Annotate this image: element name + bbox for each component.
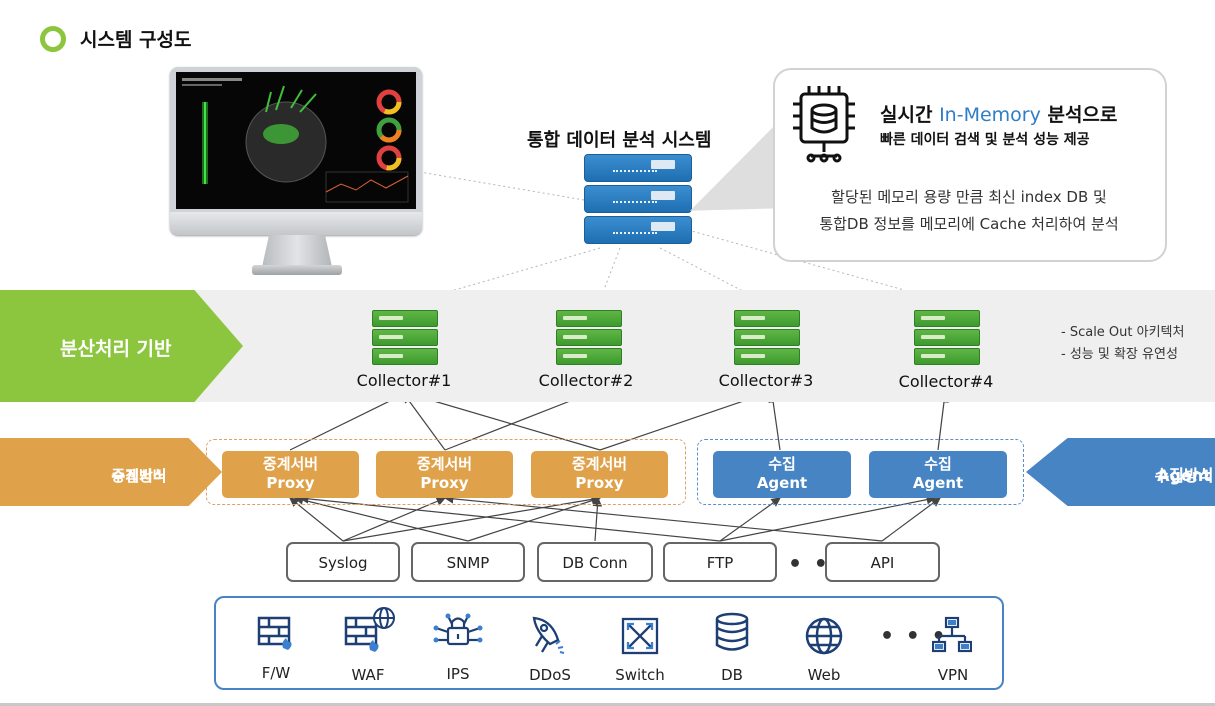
ddos-icon [532,616,565,654]
server-unit-icon [584,185,692,213]
protocol-snmp: SNMP [411,542,525,582]
database-icon [715,612,749,651]
system-title: 통합 데이터 분석 시스템 [527,130,712,151]
collector-label: Collector#3 [718,371,814,390]
scale-out-notes: - Scale Out 아키텍처 - 성능 및 확장 유연성 [1061,325,1185,362]
waf-icon [344,607,395,652]
collector-server-icon [372,310,438,366]
page-title: 시스템 구성도 [80,29,192,51]
protocol-syslog: Syslog [286,542,400,582]
device-label: F/W [261,664,291,682]
device-label: Switch [615,666,665,684]
memory-chip-icon [793,86,855,163]
monitor-chin [170,212,422,235]
server-unit-icon [584,216,692,244]
title-ring-icon [40,26,66,52]
agent-group [697,439,1024,505]
device-label: WAF [351,666,385,684]
collector-label: Collector#1 [356,371,452,390]
collector-label: Collector#4 [898,372,994,391]
protocol-ftp: FTP [663,542,777,582]
proxy-group [206,439,686,505]
globe-icon [805,617,843,655]
dashboard-screen [176,72,416,209]
dashboard-screenshot-icon [176,72,416,209]
device-label: Web [807,666,841,684]
callout-title: 실시간 In-Memory 분석으로 [880,104,1118,126]
ips-icon [433,613,483,646]
collector-server-icon [914,310,980,366]
in-memory-callout [773,68,1167,262]
switch-icon [621,617,659,655]
firewall-icon [257,616,292,650]
device-label: DDoS [529,666,571,684]
distributed-layer-label: 분산처리 기반 [0,290,243,402]
device-label: DB [721,666,743,684]
device-label: IPS [446,665,470,683]
callout-body: 할당된 메모리 용량 만큼 최신 index DB 및 통합DB 정보를 메모리… [819,188,1119,233]
collector-label: Collector#2 [538,371,634,390]
protocol-api: API [825,542,940,582]
monitor-base [252,265,342,275]
vpn-icon [932,616,972,653]
collector-server-icon [734,310,800,366]
protocol-db-conn: DB Conn [537,542,653,582]
server-unit-icon [584,154,692,182]
device-ellipsis: • • • [880,624,948,649]
device-label: VPN [937,666,969,684]
footer-divider [0,703,1215,706]
collector-server-icon [556,310,622,366]
callout-subtitle: 빠른 데이터 검색 및 분석 성능 제공 [880,132,1090,148]
monitor-stand [262,235,332,267]
